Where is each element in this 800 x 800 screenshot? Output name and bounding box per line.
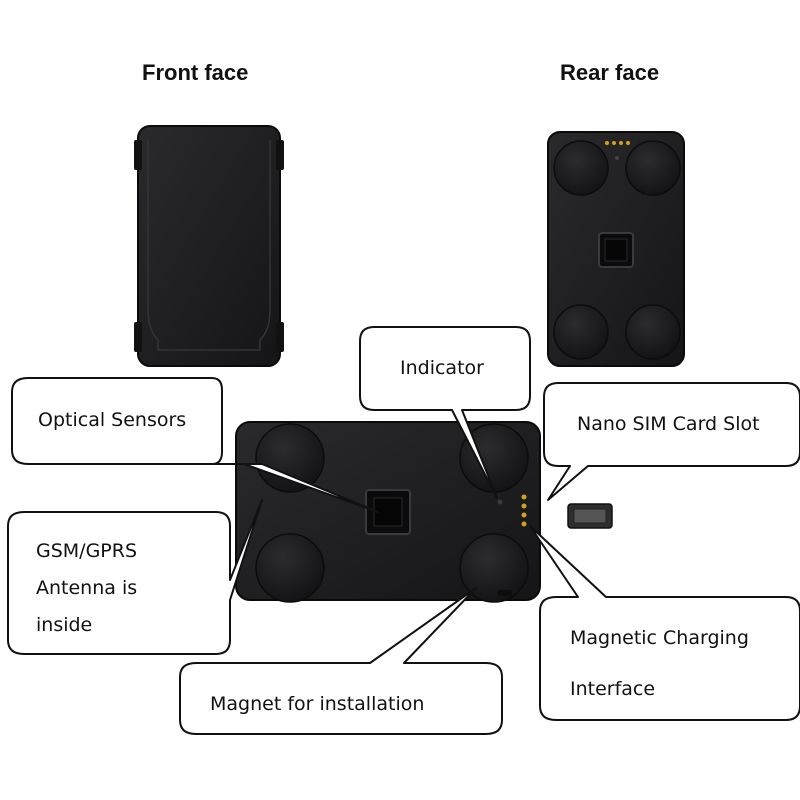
callout-indicator [359, 326, 531, 499]
rear-face-heading: Rear face [560, 60, 660, 85]
callout-magnet [179, 587, 503, 735]
magnet-label: Magnet for installation [210, 693, 425, 715]
callout-nano-sim [543, 382, 800, 501]
callout-gsm-antenna [7, 499, 263, 655]
gsm-label-line2: Antenna is [36, 577, 138, 599]
front-face-device [134, 125, 284, 367]
main-device-rear [235, 421, 541, 603]
optical-sensors-label: Optical Sensors [38, 409, 187, 431]
callout-optical-sensors [11, 377, 379, 513]
gsm-label-line1: GSM/GPRS [36, 540, 138, 562]
indicator-label: Indicator [400, 357, 484, 379]
gsm-label-line3: inside [36, 614, 93, 636]
rear-face-device [547, 131, 685, 367]
callout-charging [529, 525, 800, 721]
nano-sim-card [567, 503, 613, 529]
nano-sim-label: Nano SIM Card Slot [577, 413, 760, 435]
front-face-heading: Front face [142, 60, 249, 85]
charging-label-line2: Interface [570, 678, 656, 700]
charging-label-line1: Magnetic Charging [570, 627, 749, 649]
